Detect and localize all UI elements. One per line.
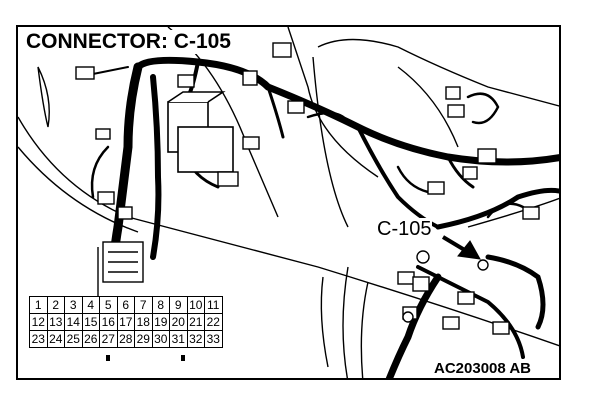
callout-arrow (441, 235, 481, 260)
pin-cell: 8 (151, 296, 170, 314)
connector-lock-tab (181, 355, 185, 361)
pin-cell: 6 (116, 296, 135, 314)
pin-cell: 20 (169, 313, 188, 331)
pin-cell: 1 (29, 296, 48, 314)
pin-cell: 9 (169, 296, 188, 314)
pin-cell: 3 (64, 296, 83, 314)
harness-illustration (18, 27, 559, 378)
pin-row: 12 13 14 15 16 17 18 19 20 21 22 (29, 313, 223, 331)
harness-drop-connector (102, 241, 144, 283)
pin-cell: 2 (46, 296, 65, 314)
diagram-frame: CONNECTOR: C-105 C-105 AC203008 AB 1 2 3… (16, 25, 561, 380)
pin-cell: 5 (99, 296, 118, 314)
pin-cell: 14 (64, 313, 83, 331)
pin-cell: 23 (29, 330, 48, 348)
pin-cell: 22 (204, 313, 223, 331)
connector-title: CONNECTOR: C-105 (24, 30, 233, 54)
pin-cell: 29 (134, 330, 153, 348)
pin-cell: 28 (116, 330, 135, 348)
connector-pin-grid: 1 2 3 4 5 6 7 8 9 10 11 12 13 14 15 16 1… (29, 296, 223, 348)
pin-cell: 16 (99, 313, 118, 331)
pin-cell: 30 (151, 330, 170, 348)
pin-cell: 12 (29, 313, 48, 331)
pin-cell: 25 (64, 330, 83, 348)
connector-callout-label: C-105 (376, 218, 433, 240)
pin-cell: 18 (134, 313, 153, 331)
pin-cell: 19 (151, 313, 170, 331)
pin-cell: 7 (134, 296, 153, 314)
pin-cell: 31 (169, 330, 188, 348)
pin-cell: 26 (81, 330, 100, 348)
pin-row: 23 24 25 26 27 28 29 30 31 32 33 (29, 330, 223, 348)
pin-cell: 33 (204, 330, 223, 348)
connectors (75, 42, 540, 335)
pin-cell: 17 (116, 313, 135, 331)
pin-cell: 24 (46, 330, 65, 348)
pin-cell: 15 (81, 313, 100, 331)
pin-cell: 13 (46, 313, 65, 331)
pin-cell: 4 (81, 296, 100, 314)
junction-block (167, 91, 234, 173)
pin-cell: 11 (204, 296, 223, 314)
connector-lock-tab (106, 355, 110, 361)
pin-cell: 21 (186, 313, 205, 331)
pin-row: 1 2 3 4 5 6 7 8 9 10 11 (29, 296, 223, 314)
pin-cell: 10 (186, 296, 205, 314)
pin-cell: 27 (99, 330, 118, 348)
figure-code: AC203008 AB (432, 360, 533, 377)
pin-cell: 32 (186, 330, 205, 348)
